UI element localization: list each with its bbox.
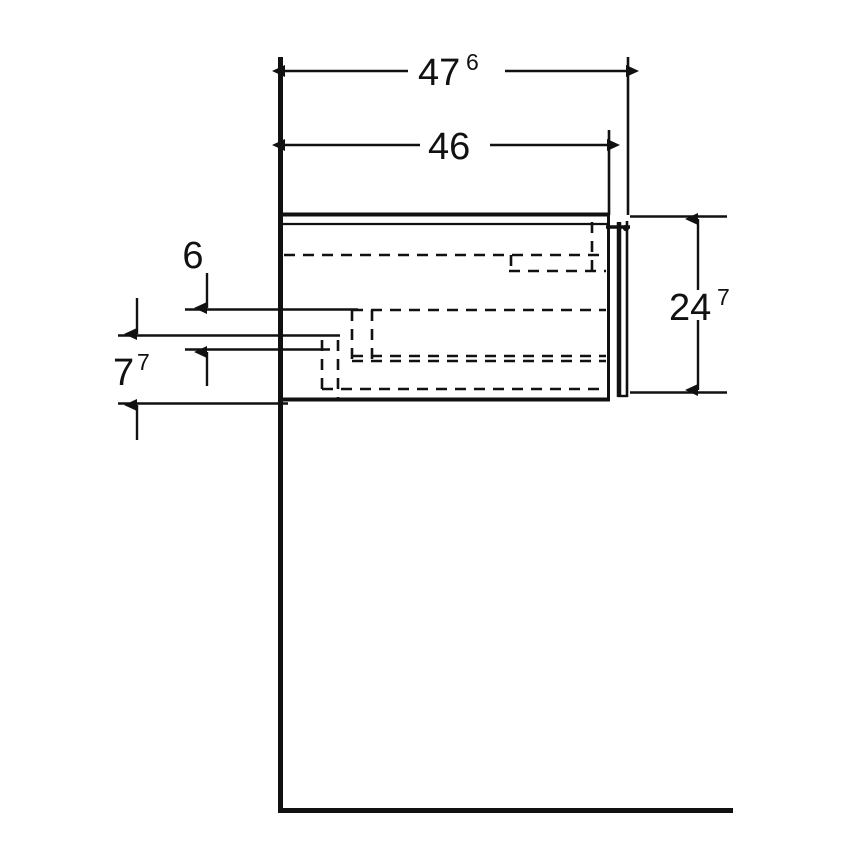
cabinet-body: [283, 212, 610, 402]
dimension-width-body: 46: [272, 126, 620, 215]
dimension-top-offset: 6: [182, 235, 209, 314]
dim-label-width-body: 46: [428, 126, 470, 168]
dim-label-height-overall: 24: [669, 287, 711, 329]
wall-outline: [278, 57, 733, 813]
pivot-knob-icon: [622, 224, 630, 232]
lower-drawer-hidden-outline: [320, 308, 606, 398]
dim-label-height-overall-superscript: 7: [717, 284, 730, 310]
dim-label-width-overall: 47: [418, 52, 460, 94]
cabinet-front-panel: [606, 221, 630, 398]
dim-label-bottom-offset-superscript: 7: [137, 349, 150, 375]
dim-label-bottom-offset: 7: [113, 352, 134, 394]
left-leader-lines: [118, 308, 358, 405]
dimension-height-overall: 24 7: [630, 213, 730, 396]
upper-drawer-hidden-outline: [284, 222, 606, 273]
dim-label-top-offset: 6: [182, 235, 203, 277]
dimension-bottom-offset: 7 7: [113, 298, 150, 440]
dimension-width-overall: 47 6: [272, 49, 639, 215]
dim-label-width-overall-superscript: 6: [466, 49, 479, 75]
